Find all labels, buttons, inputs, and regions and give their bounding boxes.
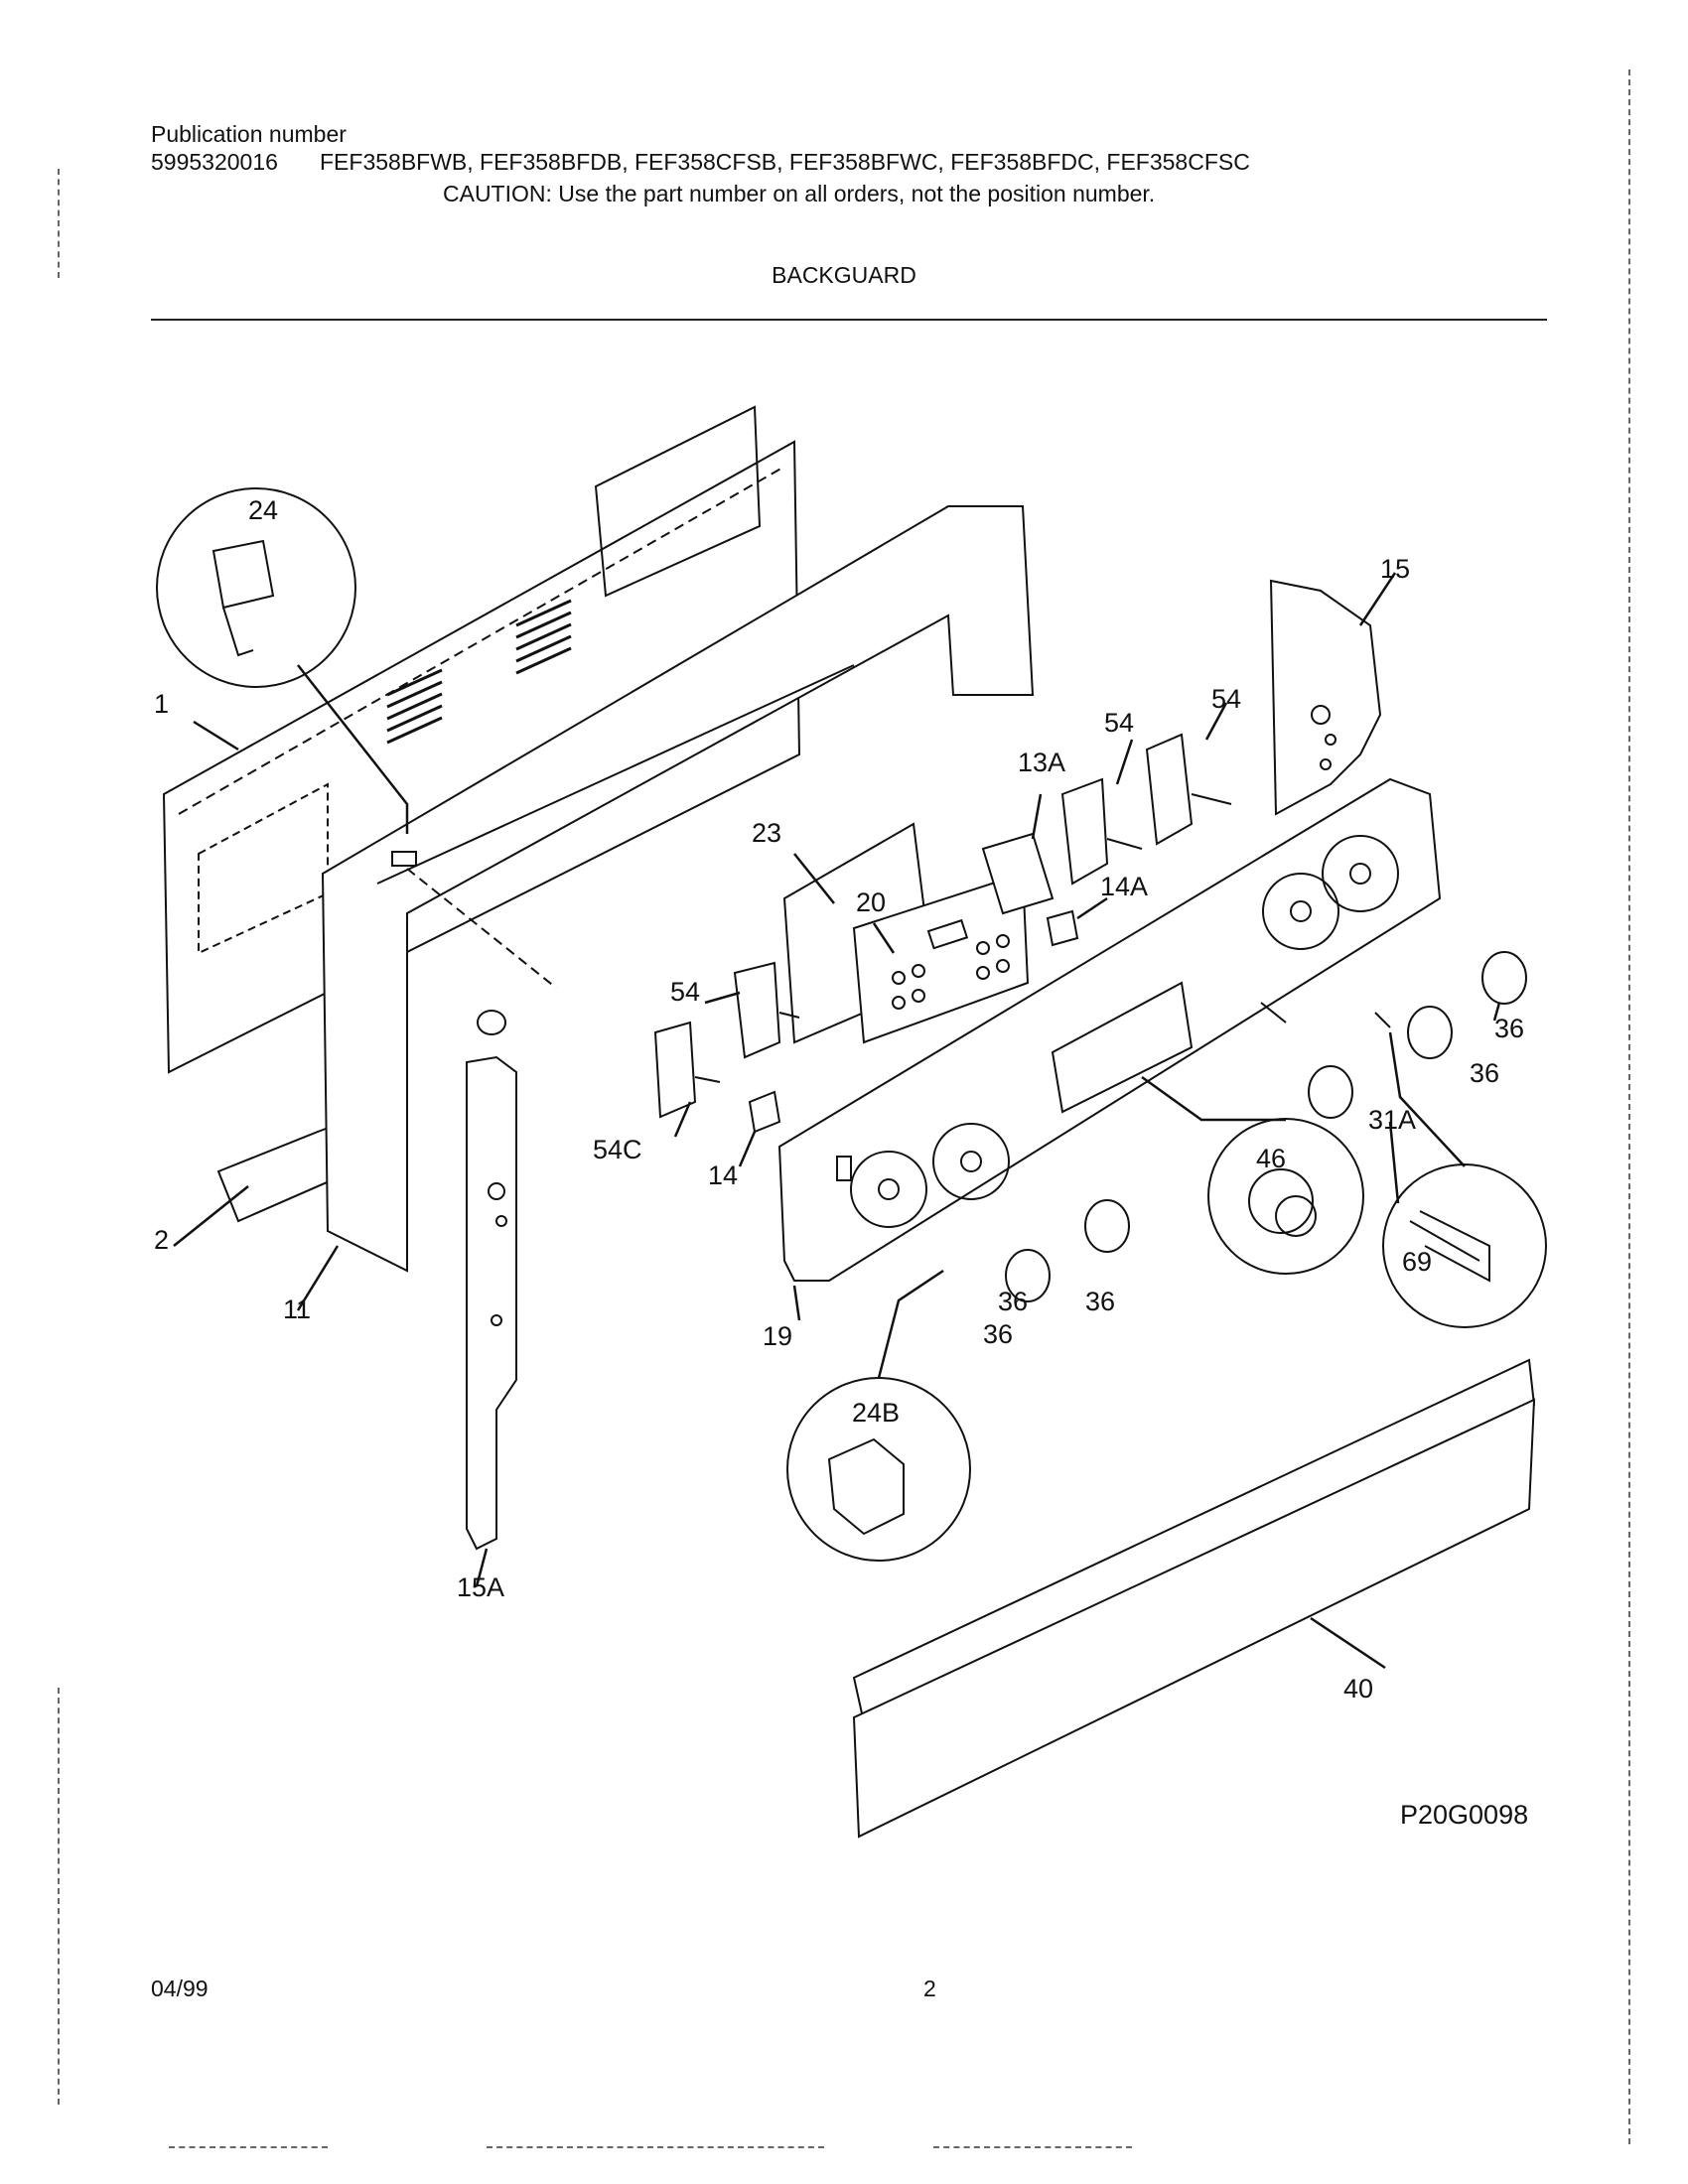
section-title: BACKGUARD — [772, 262, 916, 288]
caution-note: CAUTION: Use the part number on all orde… — [443, 181, 1156, 206]
callout: 36 — [1470, 1058, 1499, 1088]
detail-69 — [1382, 1163, 1547, 1328]
callout: 20 — [856, 887, 886, 917]
callout: 2 — [154, 1225, 169, 1255]
callout: 69 — [1402, 1247, 1432, 1277]
publication-label: Publication number — [151, 121, 347, 147]
callout: 1 — [154, 689, 169, 719]
knob-36-left — [1005, 1249, 1051, 1302]
callout: 11 — [283, 1295, 311, 1324]
detail-46 — [1207, 1118, 1364, 1275]
callout: 24B — [852, 1398, 900, 1428]
scan-edge-bottom-2 — [487, 2146, 824, 2148]
detail-24 — [156, 487, 356, 688]
callout: 14 — [708, 1160, 738, 1190]
diagram-code: P20G0098 — [1400, 1800, 1528, 1830]
left-side-bracket — [466, 1055, 517, 1551]
exploded-parts-diagram: 24 1 2 11 15A 15 54 54 13A 23 20 14A 54 … — [154, 405, 1547, 1839]
scan-edge-right — [1628, 69, 1630, 2144]
callout: 15A — [457, 1572, 504, 1602]
callout: 54 — [670, 977, 700, 1007]
callout: 14A — [1100, 872, 1148, 901]
electronic-oven-control — [852, 872, 1030, 1044]
callout: 54 — [1211, 684, 1241, 714]
callout: 46 — [1256, 1144, 1286, 1173]
page-number: 2 — [923, 1976, 936, 2001]
knob-36-right — [1481, 951, 1527, 1005]
switch-54-lower — [733, 961, 800, 1059]
publication-number: 5995320016 — [151, 149, 278, 175]
backguard-frame — [321, 505, 1035, 1273]
knob-36-center — [1084, 1199, 1130, 1253]
part-13a — [981, 832, 1055, 915]
header-rule — [151, 319, 1547, 321]
switch-54-upper-right — [1145, 733, 1232, 846]
callout-labels: 24 1 2 11 15A 15 54 54 13A 23 20 14A 54 … — [154, 495, 1528, 1830]
callout: 36 — [998, 1287, 1028, 1316]
callout: 31A — [1368, 1105, 1416, 1135]
leader-lines — [173, 572, 1501, 1670]
knob-31a — [1308, 1065, 1353, 1119]
callout: 24 — [248, 495, 278, 525]
callout: 40 — [1343, 1674, 1373, 1704]
control-panel — [777, 777, 1442, 1282]
callout: 15 — [1380, 554, 1410, 584]
callout: 36 — [983, 1319, 1013, 1349]
part-14a — [1046, 909, 1079, 947]
callout: 19 — [763, 1321, 792, 1351]
callout: 13A — [1018, 748, 1065, 777]
callout: 54 — [1104, 708, 1134, 738]
model-list: FEF358BFWB, FEF358BFDB, FEF358CFSB, FEF3… — [320, 149, 1250, 175]
scan-edge-bottom-1 — [169, 2146, 328, 2148]
callout: 54C — [593, 1135, 642, 1164]
screw-left — [1260, 1002, 1287, 1024]
screw-right — [1374, 1012, 1391, 1028]
callout: 36 — [1494, 1014, 1524, 1043]
part-14 — [748, 1090, 781, 1134]
right-side-bracket — [1269, 579, 1382, 816]
scan-edge-left-bottom — [58, 1688, 60, 2105]
knob-36-second — [1407, 1006, 1453, 1059]
scan-edge-bottom-3 — [933, 2146, 1132, 2148]
footer-date: 04/99 — [151, 1976, 209, 2001]
callout: 23 — [752, 818, 781, 848]
switch-54c — [653, 1021, 721, 1119]
switch-54-upper-left — [1060, 777, 1143, 886]
scan-edge-left-top — [58, 169, 60, 278]
callout: 36 — [1085, 1287, 1115, 1316]
front-trim — [852, 1358, 1536, 1839]
